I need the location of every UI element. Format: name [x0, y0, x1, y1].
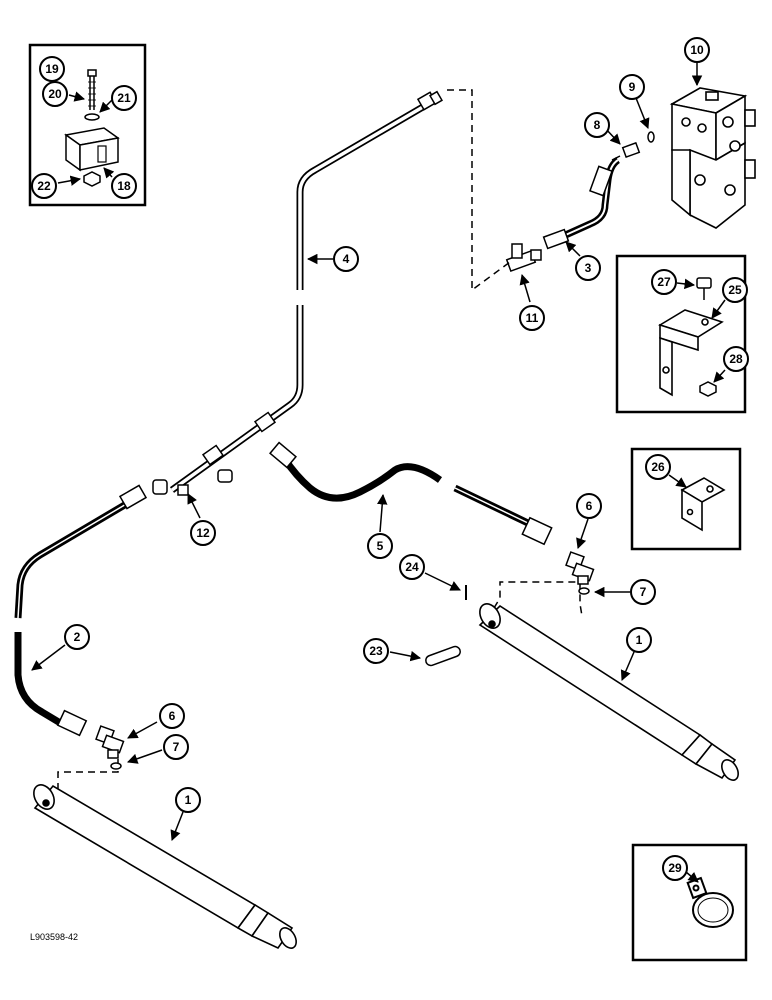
callout-1-left: 1: [175, 787, 201, 813]
callout-6-right: 6: [576, 493, 602, 519]
hose-5: [269, 441, 553, 546]
nut-28: [699, 381, 717, 397]
inset-box-bracket-25: [615, 254, 747, 414]
bracket-25: [658, 309, 724, 397]
elbow-fitting-6-right: [565, 551, 595, 585]
control-valve: [669, 87, 756, 229]
tee-fitting-11: [505, 243, 542, 273]
callout-28: 28: [723, 346, 749, 372]
callout-8: 8: [584, 112, 610, 138]
callout-5: 5: [367, 533, 393, 559]
svg-text:21: 21: [117, 91, 131, 105]
svg-text:23: 23: [369, 644, 383, 658]
fitting-8: [611, 141, 641, 161]
svg-text:20: 20: [48, 87, 62, 101]
inset-box-bolt-block: [28, 43, 147, 207]
hydraulic-cylinder-left: [33, 784, 297, 950]
inset-box-bracket-26: [630, 447, 742, 551]
drawing-code: L903598-42: [30, 932, 79, 942]
callout-27: 27: [651, 269, 677, 295]
svg-text:6: 6: [169, 709, 176, 723]
hydraulic-cylinder-right: [478, 603, 739, 781]
bolt-block-assembly: [64, 69, 120, 187]
svg-text:26: 26: [651, 460, 665, 474]
svg-text:10: 10: [690, 43, 704, 57]
svg-text:27: 27: [657, 275, 671, 289]
elbow-fitting-6-left: [95, 725, 125, 759]
svg-text:28: 28: [729, 352, 743, 366]
callout-24: 24: [399, 554, 425, 580]
o-ring-7-left: [110, 762, 122, 770]
svg-text:19: 19: [45, 62, 59, 76]
svg-text:1: 1: [185, 793, 192, 807]
callout-10: 10: [684, 37, 710, 63]
inset-box-clamp-29: [631, 843, 748, 962]
svg-text:22: 22: [37, 179, 51, 193]
tube-clamps: [152, 411, 277, 496]
callout-6-left: 6: [159, 703, 185, 729]
leader-arrows: [31, 62, 726, 883]
callout-4: 4: [333, 246, 359, 272]
hose-2: [14, 484, 148, 737]
callout-7-left: 7: [163, 734, 189, 760]
svg-text:29: 29: [668, 861, 682, 875]
svg-text:3: 3: [585, 261, 592, 275]
svg-text:2: 2: [74, 630, 81, 644]
callout-26: 26: [645, 454, 671, 480]
callout-11: 11: [519, 305, 545, 331]
o-ring-9: [647, 131, 655, 143]
svg-text:5: 5: [377, 539, 384, 553]
svg-text:25: 25: [728, 283, 742, 297]
clamp-29: [686, 876, 734, 928]
pin-23: [425, 645, 461, 667]
callout-29: 29: [662, 855, 688, 881]
steel-tube-4: [169, 90, 443, 493]
callout-23: 23: [363, 638, 389, 664]
callout-7-right: 7: [630, 579, 656, 605]
svg-text:11: 11: [526, 311, 539, 325]
callout-20: 20: [42, 81, 68, 107]
svg-text:8: 8: [594, 118, 601, 132]
callout-19: 19: [39, 56, 65, 82]
callout-25: 25: [722, 277, 748, 303]
callout-12: 12: [190, 520, 216, 546]
callout-22: 22: [31, 173, 57, 199]
callout-9: 9: [619, 74, 645, 100]
svg-text:18: 18: [117, 179, 131, 193]
callout-18: 18: [111, 173, 137, 199]
callout-1-right: 1: [626, 627, 652, 653]
o-ring-7-right: [578, 587, 590, 595]
bolt-27: [696, 277, 712, 300]
svg-text:7: 7: [173, 740, 180, 754]
bracket-26: [680, 477, 726, 532]
callout-3: 3: [575, 255, 601, 281]
callout-2: 2: [64, 624, 90, 650]
svg-text:9: 9: [629, 80, 636, 94]
svg-text:1: 1: [636, 633, 643, 647]
svg-text:7: 7: [640, 585, 647, 599]
svg-text:6: 6: [586, 499, 593, 513]
callout-21: 21: [111, 85, 137, 111]
hose-3: [542, 157, 621, 250]
dashed-connectors: [57, 89, 583, 790]
svg-text:12: 12: [196, 526, 210, 540]
svg-text:24: 24: [405, 560, 419, 574]
svg-text:4: 4: [343, 252, 350, 266]
